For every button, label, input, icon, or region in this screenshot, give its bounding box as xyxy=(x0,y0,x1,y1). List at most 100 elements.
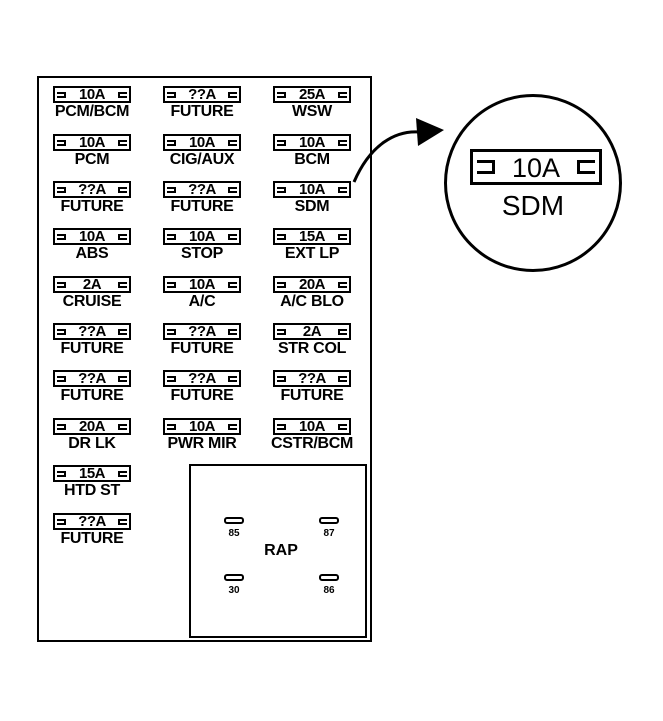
fuse-label: CSTR/BCM xyxy=(270,435,354,452)
fuse-blade-left xyxy=(57,519,66,525)
fuse-body: 10A xyxy=(53,86,131,103)
fuse-body: 10A xyxy=(273,418,351,435)
fuse-blade-right xyxy=(228,234,237,240)
relay-block: 85 87 RAP 30 86 xyxy=(189,464,367,638)
fuse-amperage: ??A xyxy=(78,323,106,340)
fuse-amperage: 10A xyxy=(298,181,326,198)
fuse-amperage: ??A xyxy=(188,323,216,340)
fuse-blade-left xyxy=(167,234,176,240)
fuse-blade-right xyxy=(338,282,347,288)
detail-fuse: 10A xyxy=(470,149,602,185)
fuse-blade-left xyxy=(167,376,176,382)
fuse-label: BCM xyxy=(294,151,330,168)
fuse-body: 15A xyxy=(53,465,131,482)
fuse-body: 20A xyxy=(53,418,131,435)
fuse-body: 10A xyxy=(273,181,351,198)
relay-pin-label-86: 86 xyxy=(323,585,335,596)
fuse-blade-left xyxy=(167,424,176,430)
fuse-blade-left xyxy=(167,329,176,335)
fuse-blade-right xyxy=(118,234,127,240)
fuse-amperage: ??A xyxy=(188,370,216,387)
fuse-body: 2A xyxy=(53,276,131,293)
fuse-body: 10A xyxy=(163,134,241,151)
fuse-amperage: ??A xyxy=(78,181,106,198)
fuse-body: ??A xyxy=(53,370,131,387)
fuse-blade-left xyxy=(57,187,66,193)
fuse-body: ??A xyxy=(273,370,351,387)
fuse-amperage: ??A xyxy=(298,370,326,387)
fuse-label: SDM xyxy=(294,198,330,215)
fuse-label: CIG/AUX xyxy=(169,151,235,168)
fuse-amperage: 10A xyxy=(188,134,216,151)
fuse-label: ABS xyxy=(75,245,109,262)
fuse-blade-right xyxy=(118,424,127,430)
fuse-blade-right xyxy=(228,140,237,146)
fuse-amperage: 25A xyxy=(298,86,326,103)
fuse-body: 10A xyxy=(53,228,131,245)
fuse-label: EXT LP xyxy=(284,245,340,262)
fuse-blade-left xyxy=(277,92,286,98)
fuse-blade-left xyxy=(167,187,176,193)
fuse-body: 10A xyxy=(163,418,241,435)
detail-fuse-amperage: 10A xyxy=(511,153,561,183)
relay-pin-87 xyxy=(319,517,339,524)
fuse-body: ??A xyxy=(163,370,241,387)
fuse-amperage: 20A xyxy=(298,276,326,293)
detail-fuse-blade-left xyxy=(477,160,495,174)
fuse-label: PCM xyxy=(74,151,110,168)
callout-arrow xyxy=(352,118,444,183)
fuse-body: ??A xyxy=(53,513,131,530)
relay-pin-label-30: 30 xyxy=(228,585,240,596)
callout-arrow-line xyxy=(352,130,421,183)
fuse-body: ??A xyxy=(53,181,131,198)
fuse-label: CRUISE xyxy=(62,293,122,310)
fuse-blade-right xyxy=(118,471,127,477)
fuse-blade-left xyxy=(167,92,176,98)
fuse-body: 15A xyxy=(273,228,351,245)
fuse-label: STR COL xyxy=(277,340,347,357)
fuse-amperage: ??A xyxy=(188,86,216,103)
fuse-amperage: 15A xyxy=(298,228,326,245)
fuse-amperage: 2A xyxy=(82,276,102,293)
fuse-amperage: 10A xyxy=(188,418,216,435)
fuse-blade-right xyxy=(228,424,237,430)
fuse-amperage: ??A xyxy=(78,370,106,387)
detail-fuse-blade-right xyxy=(577,160,595,174)
fuse-blade-right xyxy=(118,140,127,146)
fuse-amperage: 15A xyxy=(78,465,106,482)
fuse-blade-left xyxy=(57,471,66,477)
fuse-blade-left xyxy=(277,329,286,335)
fuse-blade-right xyxy=(228,282,237,288)
fuse-body: 10A xyxy=(53,134,131,151)
fuse-blade-right xyxy=(338,92,347,98)
fuse-label: PWR MIR xyxy=(167,435,237,452)
fuse-blade-right xyxy=(118,329,127,335)
fuse-label: FUTURE xyxy=(170,340,234,357)
detail-callout-circle: 10A SDM xyxy=(444,94,622,272)
fuse-label: FUTURE xyxy=(170,387,234,404)
fuse-blade-left xyxy=(277,376,286,382)
fuse-label: FUTURE xyxy=(170,103,234,120)
fuse-amperage: 10A xyxy=(188,228,216,245)
fuse-blade-left xyxy=(277,140,286,146)
fuse-body: 20A xyxy=(273,276,351,293)
fuse-blade-right xyxy=(338,187,347,193)
fuse-amperage: ??A xyxy=(188,181,216,198)
fuse-blade-right xyxy=(118,282,127,288)
fuse-label: A/C BLO xyxy=(280,293,344,310)
fuse-blade-right xyxy=(118,187,127,193)
